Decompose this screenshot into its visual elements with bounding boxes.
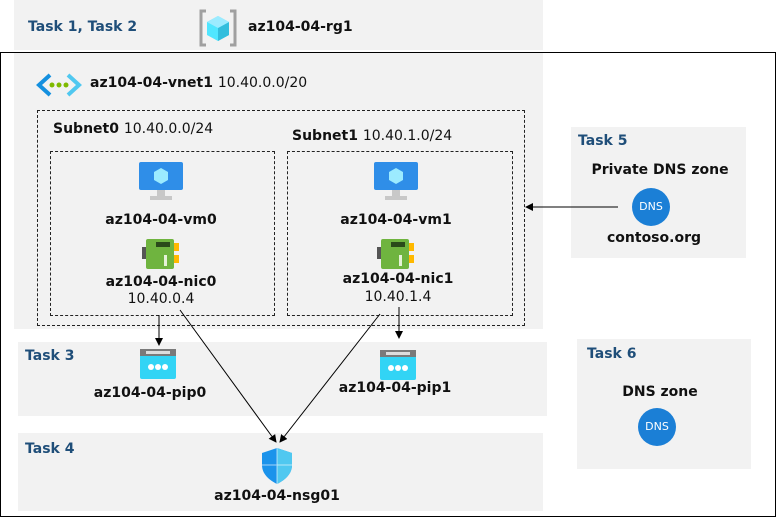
nic0-ip: 10.40.0.4 (127, 291, 195, 307)
nic1-icon (377, 239, 414, 269)
subnet0-label: Subnet0 10.40.0.0/24 (53, 121, 213, 137)
task12-label: Task 1, Task 2 (28, 19, 138, 35)
vm0-name: az104-04-vm0 (105, 212, 217, 228)
nsg-shield-icon (262, 448, 292, 484)
vnet-panel (14, 53, 543, 329)
arrow-nic1-nsg (279, 313, 381, 443)
pip0-name: az104-04-pip0 (93, 385, 207, 401)
task4-label: Task 4 (25, 441, 75, 457)
vnet-boundary (37, 110, 525, 326)
private-dns-icon: DNS (632, 188, 670, 226)
subnet1-boundary (287, 151, 513, 316)
vnet-label: az104-04-vnet1 10.40.0.0/20 (90, 75, 307, 91)
task12-panel (14, 0, 543, 50)
subnet1-name: Subnet1 (292, 128, 358, 144)
public-ip1-icon (380, 350, 416, 380)
vnet-cidr: 10.40.0.0/20 (217, 75, 308, 91)
public-ip0-icon (140, 349, 176, 379)
subnet1-cidr: 10.40.1.0/24 (362, 128, 453, 144)
nic0-icon (142, 239, 179, 269)
pip1-name: az104-04-pip1 (338, 380, 452, 396)
subnet1-label: Subnet1 10.40.1.0/24 (292, 128, 452, 144)
vm0-icon (139, 162, 183, 200)
resource-group-name: az104-04-rg1 (248, 19, 353, 35)
dns-zone-icon: DNS (638, 408, 676, 446)
subnet0-boundary (50, 151, 275, 316)
nic0-name: az104-04-nic0 (105, 274, 217, 290)
virtual-network-icon (36, 73, 82, 97)
vnet-name: az104-04-vnet1 (90, 75, 213, 91)
task3-label: Task 3 (25, 348, 75, 364)
task6-label: Task 6 (587, 346, 637, 362)
vm1-name: az104-04-vm1 (340, 212, 452, 228)
subnet0-cidr: 10.40.0.0/24 (123, 121, 214, 137)
nic1-name: az104-04-nic1 (342, 271, 454, 287)
dns-zone-title: DNS zone (622, 384, 698, 400)
nsg-name: az104-04-nsg01 (214, 488, 340, 504)
private-dns-title: Private DNS zone (591, 162, 729, 178)
task6-panel (577, 339, 751, 469)
resource-group-icon (199, 9, 237, 47)
vm1-icon (374, 162, 418, 200)
private-dns-zone-name: contoso.org (606, 230, 702, 246)
subnet0-name: Subnet0 (53, 121, 119, 137)
arrow-nic0-nsg (179, 309, 277, 443)
task3-panel (18, 342, 547, 416)
nic1-ip: 10.40.1.4 (364, 289, 432, 305)
task5-label: Task 5 (578, 133, 628, 149)
